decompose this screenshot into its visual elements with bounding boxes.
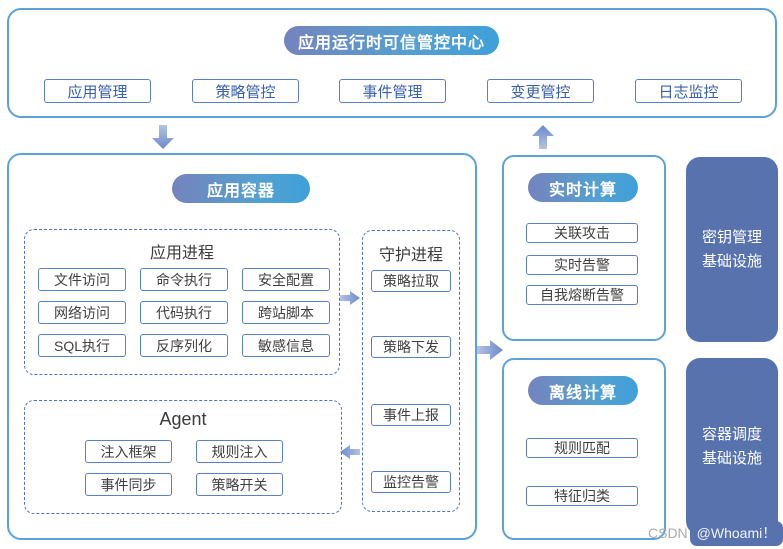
app-process-group: 应用进程 文件访问 命令执行 安全配置 网络访问 代码执行 跨站脚本 SQL执行… — [24, 229, 340, 375]
node-self-fuse-alert: 自我熔断告警 — [526, 285, 638, 305]
node-policy-pull: 策略拉取 — [371, 270, 451, 292]
infra-label-line1: 容器调度 — [701, 425, 762, 443]
node-network-access: 网络访问 — [38, 301, 126, 324]
node-event-report: 事件上报 — [371, 404, 451, 426]
node-label: 网络访问 — [54, 304, 110, 321]
watermark: CSDN@Whoami！ — [648, 521, 783, 546]
node-event-management: 事件管理 — [339, 79, 446, 103]
node-label: 自我熔断告警 — [540, 287, 624, 303]
app-container-title-pill: 应用容器 — [172, 174, 310, 203]
agent-title: Agent — [159, 409, 207, 429]
node-code-exec: 代码执行 — [140, 301, 228, 324]
arrow-right-icon — [477, 340, 503, 360]
key-management-infra-block: 密钥管理 基础设施 — [686, 157, 778, 342]
node-log-monitoring: 日志监控 — [635, 79, 742, 103]
infra-label-line2: 基础设施 — [701, 252, 762, 270]
realtime-computing-panel: 实时计算 关联攻击 实时告警 自我熔断告警 — [502, 155, 666, 341]
node-security-config: 安全配置 — [242, 268, 330, 291]
app-process-title: 应用进程 — [149, 245, 214, 262]
node-app-management: 应用管理 — [44, 79, 151, 103]
node-label: 事件管理 — [362, 83, 423, 101]
watermark-handle: @Whoami！ — [689, 521, 783, 546]
node-sql-exec: SQL执行 — [38, 334, 126, 357]
node-policy-switch: 策略开关 — [196, 473, 283, 496]
node-label: 跨站脚本 — [258, 304, 314, 321]
node-label: 代码执行 — [156, 304, 212, 321]
node-label: 应用管理 — [67, 83, 128, 101]
node-xss: 跨站脚本 — [242, 301, 330, 324]
node-label: 规则匹配 — [554, 440, 610, 456]
realtime-title: 实时计算 — [548, 181, 617, 199]
node-label: 文件访问 — [54, 271, 110, 288]
node-label: 命令执行 — [156, 271, 212, 288]
node-label: 策略拉取 — [383, 273, 439, 289]
daemon-title: 守护进程 — [378, 247, 443, 264]
offline-title-pill: 离线计算 — [528, 376, 638, 405]
node-label: 规则注入 — [211, 443, 268, 460]
node-feature-classification: 特征归类 — [526, 486, 638, 506]
node-label: 监控告警 — [383, 474, 439, 490]
node-change-control: 变更管控 — [487, 79, 594, 103]
node-rule-injection: 规则注入 — [196, 440, 283, 463]
infra-label-line2: 基础设施 — [701, 449, 762, 467]
node-deserialization: 反序列化 — [140, 334, 228, 357]
node-label: 敏感信息 — [258, 337, 314, 354]
infra-label-line1: 密钥管理 — [701, 228, 762, 246]
node-label: 关联攻击 — [554, 225, 610, 241]
management-center-title-pill: 应用运行时可信管控中心 — [284, 26, 499, 55]
node-label: 事件同步 — [100, 476, 157, 493]
node-policy-push: 策略下发 — [371, 336, 451, 358]
daemon-group: 守护进程 策略拉取 策略下发 事件上报 监控告警 — [362, 230, 460, 512]
offline-computing-panel: 离线计算 规则匹配 特征归类 — [502, 358, 666, 540]
app-container-panel: 应用容器 应用进程 文件访问 命令执行 安全配置 网络访问 代码执行 跨站脚本 … — [7, 153, 477, 540]
node-label: 策略开关 — [211, 476, 268, 493]
node-policy-control: 策略管控 — [192, 79, 299, 103]
app-container-title: 应用容器 — [206, 182, 275, 200]
arrow-left-icon — [340, 445, 360, 459]
node-realtime-alert: 实时告警 — [526, 255, 638, 275]
node-label: 注入框架 — [100, 443, 157, 460]
agent-group: Agent 注入框架 规则注入 事件同步 策略开关 — [24, 400, 342, 514]
arrow-up-icon — [532, 125, 554, 149]
node-label: 实时告警 — [554, 257, 610, 273]
node-file-access: 文件访问 — [38, 268, 126, 291]
node-label: 变更管控 — [510, 83, 571, 101]
node-label: 反序列化 — [156, 337, 212, 354]
container-scheduler-infra-block: 容器调度 基础设施 — [686, 358, 778, 535]
node-label: 安全配置 — [258, 271, 314, 288]
node-label: SQL执行 — [53, 337, 110, 354]
node-label: 策略下发 — [383, 339, 439, 355]
watermark-prefix: CSDN — [648, 525, 688, 541]
management-center-panel: 应用运行时可信管控中心 应用管理 策略管控 事件管理 变更管控 日志监控 — [7, 8, 777, 118]
node-sensitive-info: 敏感信息 — [242, 334, 330, 357]
management-center-title: 应用运行时可信管控中心 — [297, 34, 485, 52]
node-attack-correlation: 关联攻击 — [526, 223, 638, 243]
arrow-down-icon — [152, 125, 174, 149]
node-command-exec: 命令执行 — [140, 268, 228, 291]
node-monitor-alert: 监控告警 — [371, 471, 451, 493]
node-event-sync: 事件同步 — [85, 473, 172, 496]
offline-title: 离线计算 — [548, 384, 617, 402]
node-label: 特征归类 — [554, 488, 610, 504]
node-inject-framework: 注入框架 — [85, 440, 172, 463]
node-label: 日志监控 — [658, 83, 719, 101]
realtime-title-pill: 实时计算 — [528, 173, 638, 202]
node-label: 策略管控 — [215, 83, 276, 101]
arrow-right-icon — [340, 291, 360, 305]
node-rule-matching: 规则匹配 — [526, 438, 638, 458]
node-label: 事件上报 — [383, 407, 439, 423]
